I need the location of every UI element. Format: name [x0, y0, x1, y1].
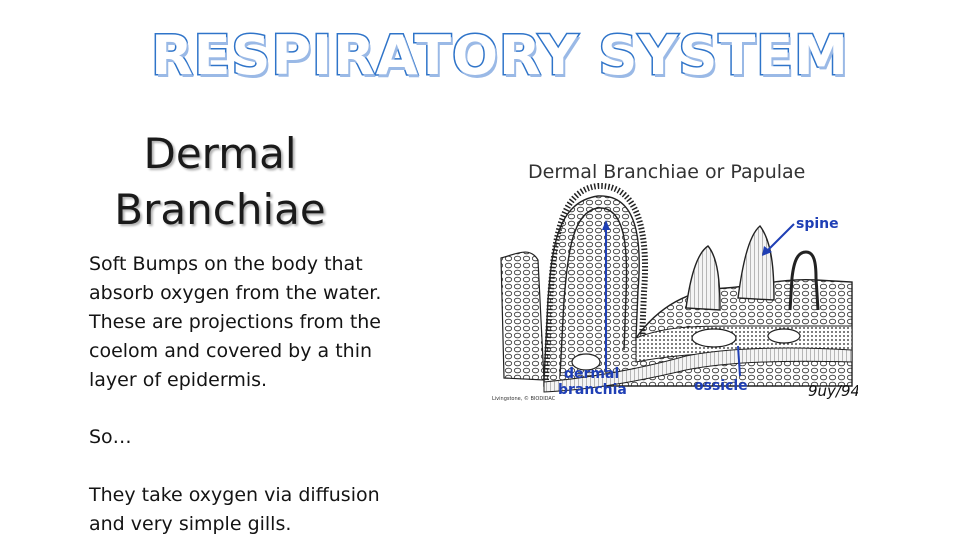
- coelom-lining: [559, 207, 628, 377]
- slide-title: RESPIRATORY SYSTEM: [150, 23, 850, 89]
- ossicle-shape: [691, 328, 737, 348]
- muscle-layer: [543, 347, 853, 393]
- dermal-branchiae-diagram: Dermal Branchiae or Papulae spine dermal…: [486, 150, 858, 408]
- left-tissue: [500, 251, 545, 381]
- ossicle-shape: [571, 353, 601, 371]
- spine-arrowhead: [762, 246, 772, 256]
- spine-left: [685, 245, 721, 311]
- spine-pointer: [767, 223, 795, 251]
- ossicle-shape: [767, 328, 801, 344]
- description-paragraph: Soft Bumps on the body that absorb oxyge…: [89, 253, 382, 391]
- diagram-illustration: Dermal Branchiae or Papulae spine dermal…: [492, 161, 858, 402]
- spine-right: [737, 224, 775, 301]
- small-papula: [788, 250, 820, 311]
- ossicle-label: ossicle: [694, 378, 748, 394]
- conclusion-paragraph: They take oxygen via diffusion and very …: [89, 484, 380, 535]
- dermal-label: dermal: [564, 366, 619, 382]
- epidermis-layer: [543, 182, 649, 381]
- ossicle-pointer: [737, 345, 741, 377]
- dermal-branchia-arrowhead: [602, 220, 610, 230]
- section-heading: Dermal Branchiae: [114, 129, 326, 234]
- diagram-title: Dermal Branchiae or Papulae: [528, 161, 805, 183]
- image-credit: Livingstone, © BIODIDAC: [492, 395, 556, 402]
- so-paragraph: So…: [89, 426, 132, 448]
- artist-signature: 9uy/94: [808, 382, 858, 400]
- branchia-label: branchia: [558, 382, 627, 398]
- spine-label: spine: [796, 216, 839, 232]
